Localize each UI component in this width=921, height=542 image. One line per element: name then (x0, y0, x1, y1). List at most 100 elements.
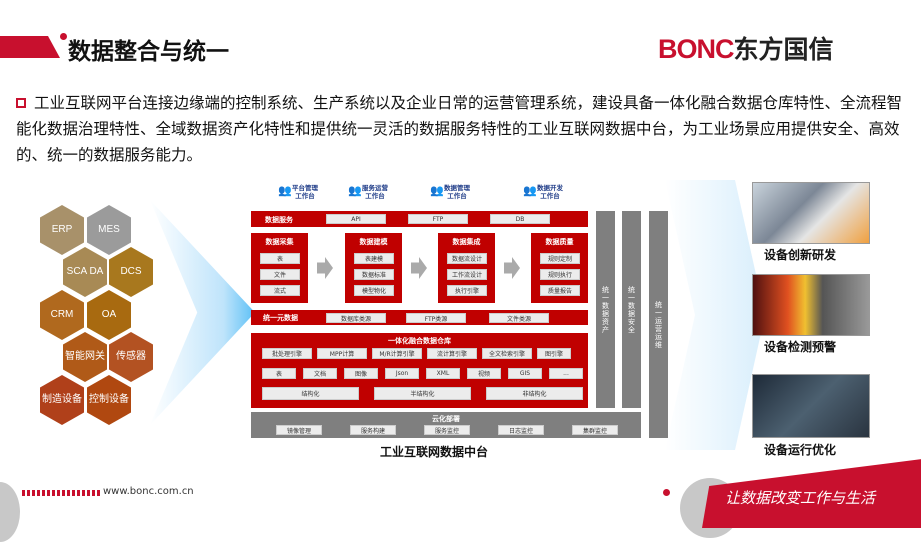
module-1: 数据采集表文件流式 (251, 233, 308, 303)
source-hex: SCA DA (63, 247, 107, 297)
source-hex: 传感器 (109, 332, 153, 382)
vertical-bar: 统一运营运维 (649, 211, 668, 438)
bonc-logo: BONC东方国信 (658, 30, 834, 66)
footer-stripes (22, 490, 100, 496)
footer-url[interactable]: www.bonc.com.cn (103, 486, 194, 497)
type-box: 文档 (303, 368, 337, 379)
api-box: API (326, 214, 386, 224)
module-item: 流式 (260, 285, 300, 296)
users-icon: 👥 (430, 184, 444, 197)
source-hex: 制造设备 (40, 375, 84, 425)
db-box: DB (490, 214, 550, 224)
role-label: 服务运营工作台 (362, 184, 388, 200)
role-label: 平台管理工作台 (292, 184, 318, 200)
title-decoration (0, 36, 60, 58)
module-item: 规则定制 (540, 253, 580, 264)
module-title: 数据采集 (265, 238, 294, 246)
cloud-item: 服务构建 (350, 425, 396, 435)
source-hex: ERP (40, 205, 84, 255)
module-item: 数据流设计 (447, 253, 487, 264)
type-box: Json (385, 368, 419, 379)
users-icon: 👥 (523, 184, 537, 197)
type-box: ... (549, 368, 583, 379)
data-warehouse: 一体化融合数据仓库 批处理引擎 MPP计算 M/R计算引擎流计算引擎全文检索引擎图引… (251, 333, 588, 408)
cloud-item: 日志监控 (498, 425, 544, 435)
module-item: 模型物化 (354, 285, 394, 296)
warehouse-title: 一体化融合数据仓库 (388, 337, 451, 345)
bullet-icon (16, 98, 26, 108)
source-hex: CRM (40, 290, 84, 340)
type-box: 表 (262, 368, 296, 379)
module-title: 数据建模 (359, 238, 388, 246)
module-item: 质量报告 (540, 285, 580, 296)
module-item: 表建模 (354, 253, 394, 264)
arrow-right-icon (411, 257, 427, 279)
module-item: 执行引擎 (447, 285, 487, 296)
structure-box: 非结构化 (486, 387, 583, 400)
app-caption: 设备检测预警 (764, 340, 837, 354)
logo-brand: BONC (658, 34, 734, 64)
module-2: 数据建模表建模数据标准模型物化 (345, 233, 402, 303)
slogan: 让数据改变工作与生活 (725, 489, 876, 507)
module-item: 规则执行 (540, 269, 580, 280)
engine-box: 全文检索引擎 (482, 348, 532, 359)
title-dot (60, 33, 67, 40)
arrow-right-icon (504, 257, 520, 279)
module-item: 数据标准 (354, 269, 394, 280)
flow-arrow (150, 200, 255, 425)
type-box: GIS (508, 368, 542, 379)
optimization-image (752, 374, 870, 438)
ftp-box: FTP (408, 214, 468, 224)
arrow-right-icon (317, 257, 333, 279)
module-title: 数据集成 (452, 238, 481, 246)
engine-box: MPP计算 (317, 348, 367, 359)
module-item: 表 (260, 253, 300, 264)
structure-box: 半结构化 (374, 387, 471, 400)
footer-decoration (0, 482, 20, 542)
users-icon: 👥 (348, 184, 362, 197)
cloud-item: 服务监控 (424, 425, 470, 435)
output-arrow (665, 180, 765, 450)
cloud-item: 集群监控 (572, 425, 618, 435)
source-hex: OA (87, 290, 131, 340)
module-3: 数据集成数据流设计工作流设计执行引擎 (438, 233, 495, 303)
logo-cn: 东方国信 (733, 36, 834, 64)
unified-metadata-bar: 统一元数据 数据库类源 FTP类源 文件类源 (251, 310, 588, 325)
source-hex: DCS (109, 247, 153, 297)
module-item: 文件 (260, 269, 300, 280)
module-4: 数据质量规则定制规则执行质量报告 (531, 233, 588, 303)
cloud-item: 镜像管理 (276, 425, 322, 435)
data-service-label: 数据服务 (265, 216, 293, 224)
type-box: 图像 (344, 368, 378, 379)
role-label: 数据管理工作台 (444, 184, 470, 200)
data-service-bar: 数据服务 API FTP DB (251, 211, 588, 227)
page-title: 数据整合与统一 (68, 39, 229, 65)
vertical-bar: 统一数据资产 (596, 211, 615, 408)
module-item: 工作流设计 (447, 269, 487, 280)
role-label: 数据开发工作台 (537, 184, 563, 200)
cloud-deploy-bar: 云化部署 镜像管理 服务构建 服务监控 日志监控 集群监控 (251, 412, 641, 438)
app-caption: 设备运行优化 (764, 443, 837, 457)
cloud-label: 云化部署 (432, 415, 460, 423)
source-box: FTP类源 (406, 313, 466, 323)
source-hex: 智能网关 (63, 332, 107, 382)
app-caption: 设备创新研发 (764, 248, 837, 262)
intro-text: 工业互联网平台连接边缘端的控制系统、生产系统以及企业日常的运营管理系统，建设具备… (16, 94, 903, 164)
platform-caption: 工业互联网数据中台 (380, 445, 489, 459)
inspection-image (752, 274, 870, 336)
source-box: 数据库类源 (326, 313, 386, 323)
source-box: 文件类源 (489, 313, 549, 323)
type-box: 视频 (467, 368, 501, 379)
footer-dot (663, 489, 670, 496)
rnd-image (752, 182, 870, 244)
engine-box: 流计算引擎 (427, 348, 477, 359)
engine-box: M/R计算引擎 (372, 348, 422, 359)
intro-paragraph: 工业互联网平台连接边缘端的控制系统、生产系统以及企业日常的运营管理系统，建设具备… (16, 90, 911, 168)
engine-box: 批处理引擎 (262, 348, 312, 359)
vertical-bar: 统一数据安全 (622, 211, 641, 408)
source-hex: MES (87, 205, 131, 255)
unified-metadata-label: 统一元数据 (263, 314, 298, 322)
engine-box: 图引擎 (537, 348, 571, 359)
source-hex: 控制设备 (87, 375, 131, 425)
module-title: 数据质量 (545, 238, 574, 246)
